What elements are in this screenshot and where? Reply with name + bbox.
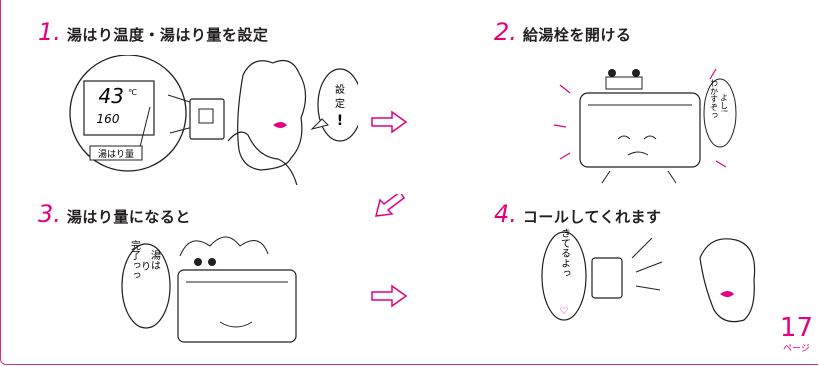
step-4-heading: 4. コールしてくれます (494, 200, 662, 228)
step-title: 湯はり量になると (66, 208, 191, 226)
bubble-setting-1: 設 (335, 83, 345, 96)
page-number: 17 ページ (780, 315, 813, 354)
step-1-heading: 1. 湯はり温度・湯はり量を設定 (38, 18, 268, 46)
bubble-call-2: ♡ (560, 306, 569, 317)
arrow-down-left (375, 194, 406, 217)
step-number: 3. (38, 200, 61, 228)
step-3-heading: 3. 湯はり量になると (38, 200, 191, 228)
step-title: 給湯栓を開ける (522, 26, 632, 44)
illustration-set-panel: 43 ℃ 160 湯はり量 設 定 ! (69, 55, 358, 185)
step-number: 1. (38, 18, 61, 46)
step-title: 湯はり温度・湯はり量を設定 (66, 26, 269, 44)
bubble-setting-3: ! (337, 113, 343, 129)
bubble-done-3: 完了っっ (129, 239, 141, 280)
panel-temp: 43 (99, 84, 124, 108)
bubble-yoshi-2: わかすぞっ (710, 79, 719, 119)
bubble-call-1: できてるよっ (559, 228, 571, 278)
arrow-right-1 (371, 110, 408, 134)
step-number: 2. (494, 18, 517, 46)
page-number-value: 17 (779, 313, 813, 343)
page-number-unit: ページ (783, 344, 810, 354)
step-number: 4. (494, 200, 517, 228)
illustration-open-faucet: よし! わかすぞっ (553, 68, 737, 184)
bubble-yoshi-1: よし! (720, 93, 729, 112)
bubble-setting-2: 定 (335, 97, 345, 110)
panel-volume: 160 (97, 112, 120, 126)
illustration-call: できてるよっ ♡ (541, 228, 756, 323)
step-2-heading: 2. 給湯栓を開ける (494, 18, 631, 46)
panel-label: 湯はり量 (98, 149, 134, 160)
step-title: コールしてくれます (522, 208, 662, 226)
bubble-done-1: 湯は (149, 249, 161, 270)
illustration-filled-tub: 湯は り 完了っっ (121, 236, 297, 343)
panel-unit: ℃ (128, 88, 137, 97)
bubble-done-2: り (139, 261, 150, 271)
arrow-right-2 (371, 284, 408, 308)
